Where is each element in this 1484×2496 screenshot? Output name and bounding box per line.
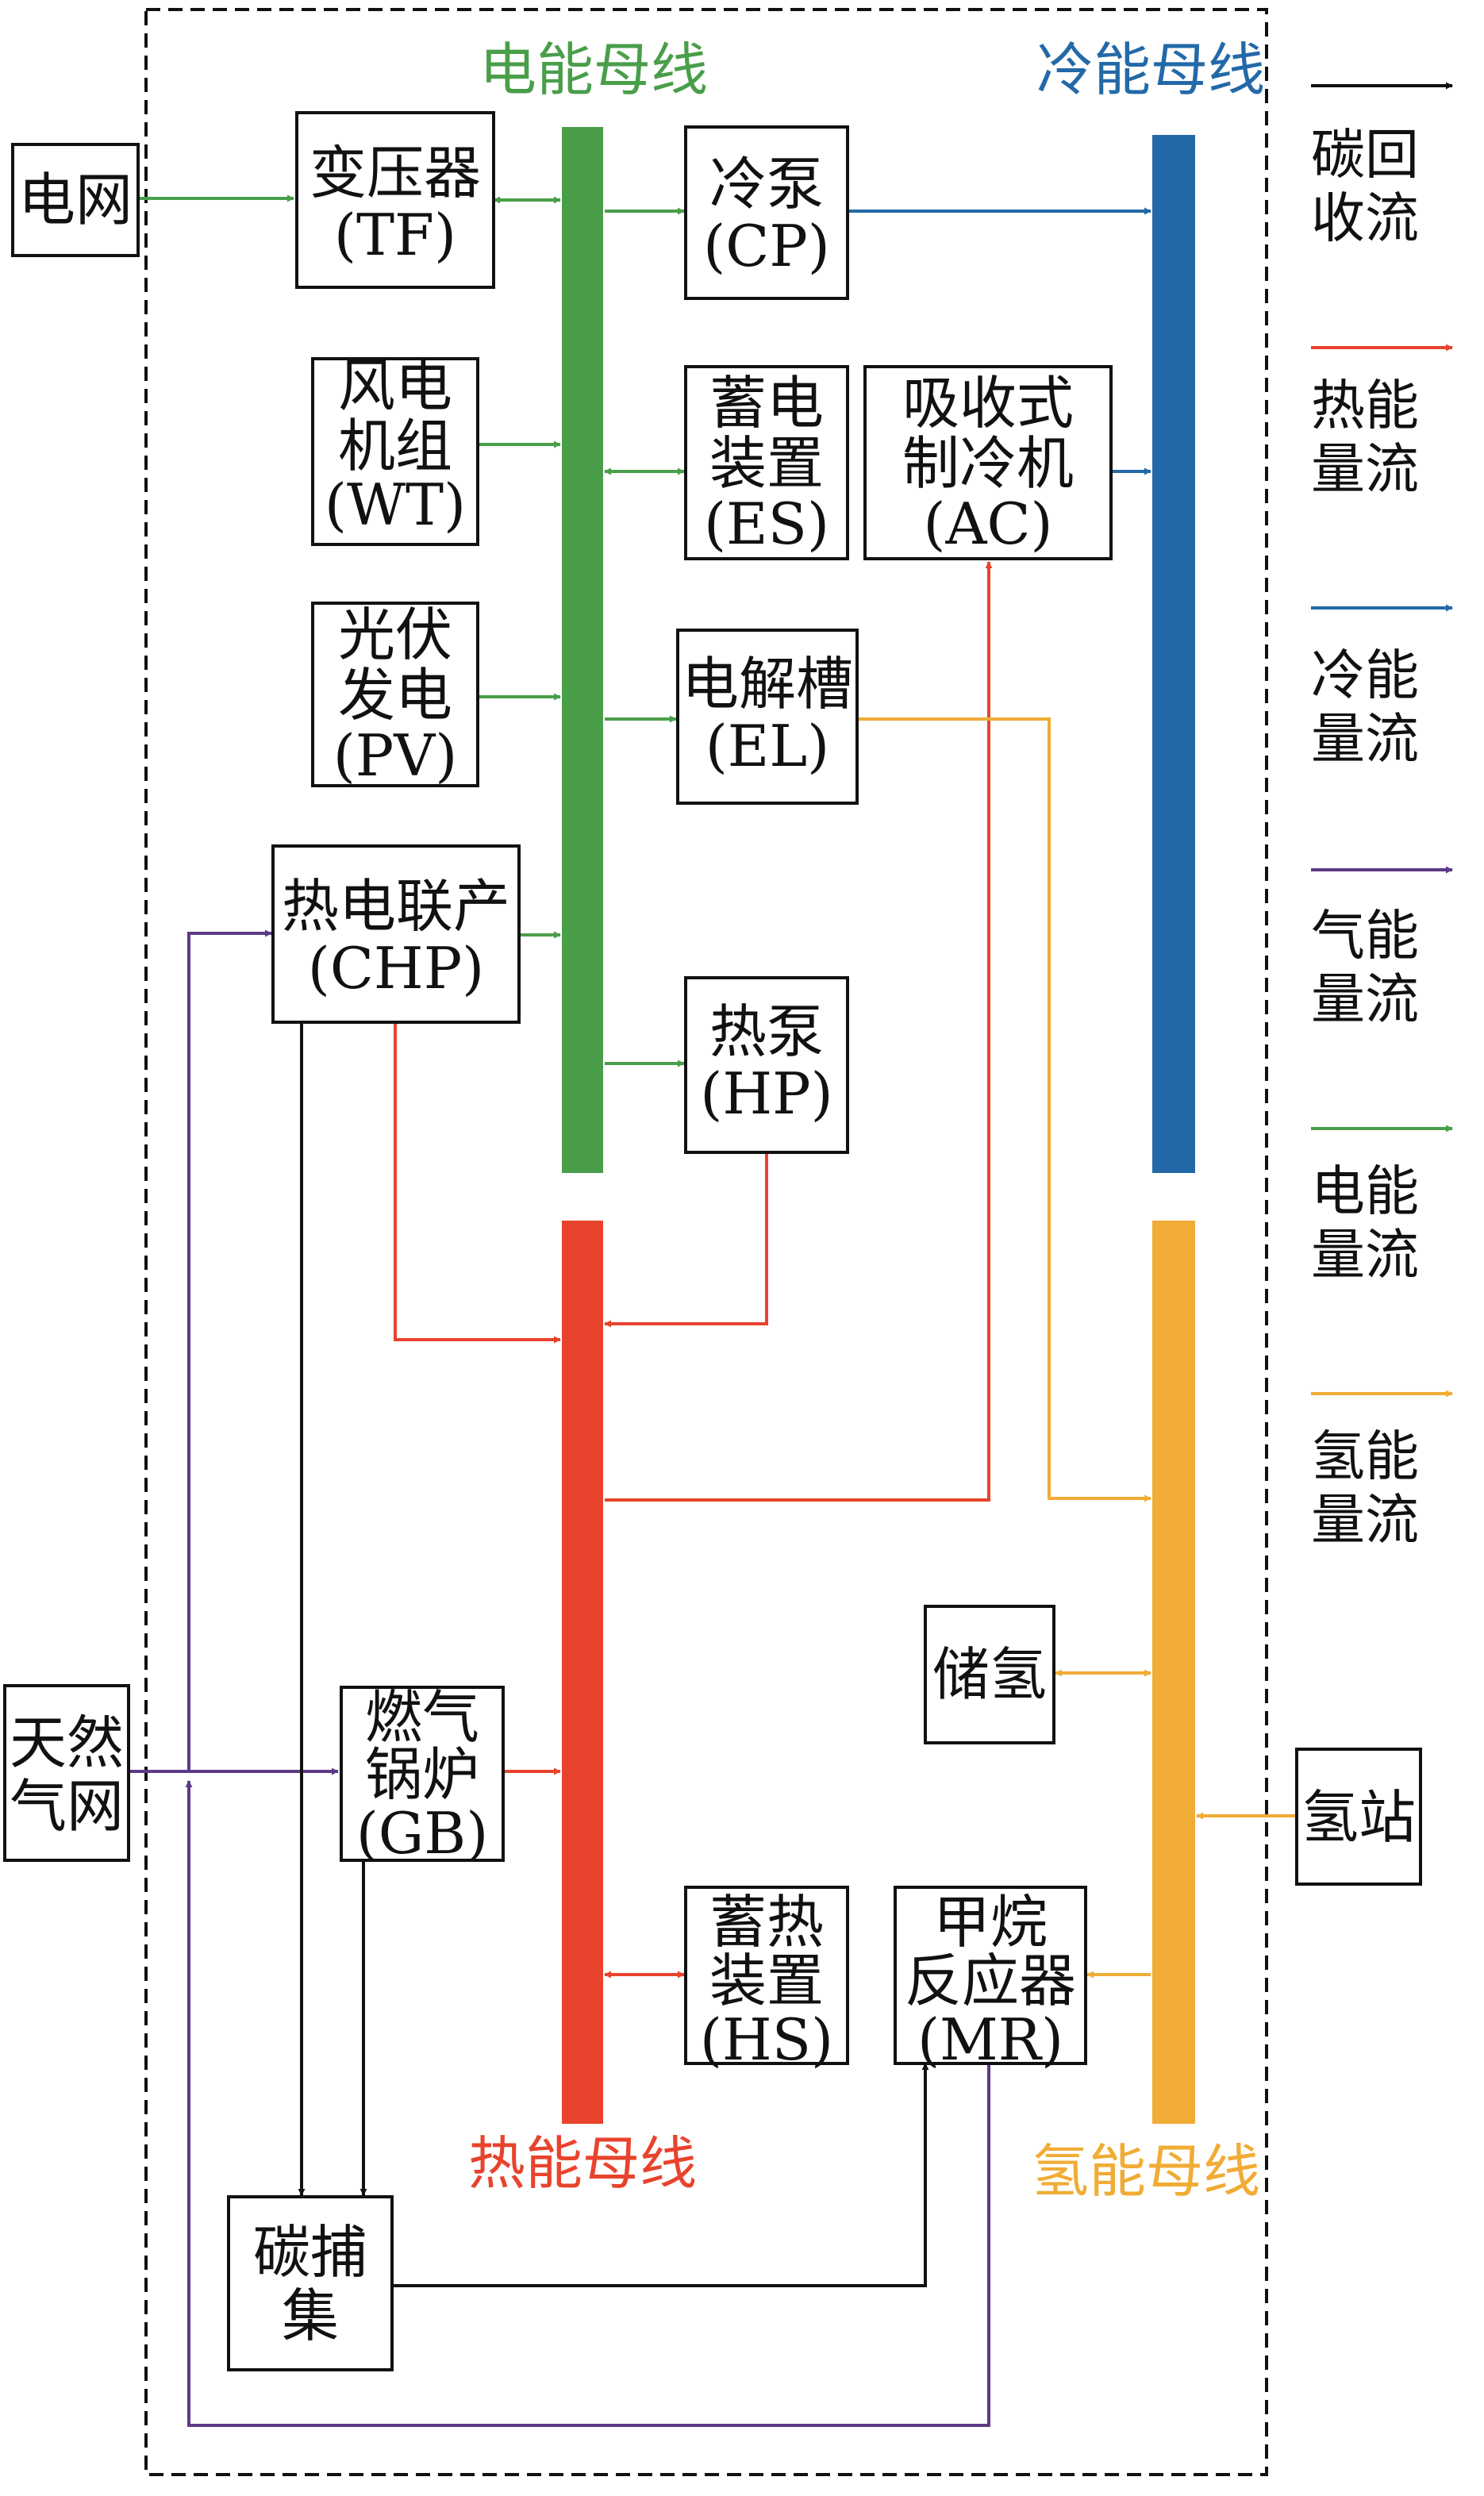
gasgrid-label-2: 气网 <box>10 1773 124 1840</box>
ac-label-3: (AC) <box>923 490 1052 557</box>
hs-label-3: (HS) <box>700 2006 833 2073</box>
pv-box <box>311 602 479 787</box>
legend-gas-line1: 气能 <box>1311 906 1419 968</box>
gasgrid-label-1: 天然 <box>10 1710 124 1776</box>
el-box <box>676 629 859 805</box>
tf-label-1: 变压器 <box>309 140 481 206</box>
hs-label-1: 蓄热 <box>709 1889 824 1956</box>
cc-label-2: 集 <box>282 2283 339 2349</box>
legend: 碳回 收流 热能 量流 冷能 量流 气能 量流 电能 量流 氢能 量流 <box>1311 82 1453 1552</box>
ac-label-1: 吸收式 <box>902 370 1074 437</box>
gb-label-3: (GB) <box>356 1800 489 1867</box>
ac-box <box>863 365 1113 560</box>
flow-gas-chp <box>187 929 272 1771</box>
flow-chp-heatbus <box>394 1024 561 1344</box>
el-label-2: (EL) <box>705 713 830 779</box>
h2station-box <box>1295 1748 1422 1886</box>
el-label-1: 电解槽 <box>682 651 853 717</box>
gb-label-1: 燃气 <box>365 1684 479 1751</box>
es-label-1: 蓄电 <box>709 370 824 437</box>
flow-mr-gas <box>185 1780 990 2427</box>
cc-label-1: 碳捕 <box>253 2219 367 2286</box>
gb-label-2: 锅炉 <box>365 1741 479 1808</box>
h2station-label: 氢站 <box>1301 1784 1416 1851</box>
legend-heat-line1: 热能 <box>1311 375 1419 438</box>
hp-label-1: 热泵 <box>709 998 824 1065</box>
legend-carbon-line1: 碳回 <box>1311 125 1419 187</box>
mr-label-1: 甲烷 <box>933 1889 1048 1956</box>
electric-bus-title: 电能母线 <box>479 37 708 103</box>
cp-box <box>684 125 849 300</box>
hp-label-2: (HP) <box>700 1060 832 1127</box>
mr-label-3: (MR) <box>917 2006 1063 2073</box>
legend-heat-line2: 量流 <box>1311 439 1419 502</box>
cc-box <box>227 2195 394 2371</box>
hydrogen-bus <box>1152 1221 1195 2124</box>
legend-hydrogen-line1: 氢能 <box>1311 1426 1419 1489</box>
chp-box <box>271 844 521 1024</box>
heat-bus <box>562 1221 603 2124</box>
gb-box <box>340 1686 505 1862</box>
gasgrid-box <box>3 1684 130 1862</box>
es-label-3: (ES) <box>704 490 829 557</box>
legend-cold-line2: 量流 <box>1311 709 1419 771</box>
flow-el-h2bus <box>857 717 1151 1502</box>
mr-box <box>894 1886 1087 2065</box>
legend-hydrogen-line2: 量流 <box>1311 1490 1419 1552</box>
heat-bus-title: 热能母线 <box>468 2130 697 2197</box>
mr-label-2: 反应器 <box>905 1948 1076 2014</box>
wt-label-3: (WT) <box>325 471 466 538</box>
wt-box <box>311 357 479 546</box>
es-label-2: 装置 <box>709 430 824 497</box>
flow-hp-heatbus <box>604 1154 768 1328</box>
pv-label-2: 发电 <box>338 662 452 729</box>
flow-heatbus-ac <box>605 561 993 1502</box>
legend-carbon-line2: 收流 <box>1311 188 1419 251</box>
hydrogen-bus-title: 氢能母线 <box>1032 2138 1260 2205</box>
chp-label-2: (CHP) <box>308 935 485 1002</box>
system-boundary <box>144 8 1268 2476</box>
legend-cold-line1: 冷能 <box>1311 645 1419 708</box>
pv-label-1: 光伏 <box>338 602 452 668</box>
electric-bus <box>562 127 603 1173</box>
hs-box <box>684 1886 849 2065</box>
cold-bus <box>1152 135 1195 1173</box>
wt-label-1: 风电 <box>338 352 452 419</box>
cp-label-1: 冷泵 <box>709 151 824 217</box>
pv-label-3: (PV) <box>333 722 458 789</box>
cold-bus-title: 冷能母线 <box>1036 37 1265 103</box>
tf-box <box>295 111 495 289</box>
hp-box <box>684 976 849 1154</box>
legend-electric-line1: 电能 <box>1311 1161 1419 1224</box>
h2store-box <box>924 1605 1055 1744</box>
chp-label-1: 热电联产 <box>282 873 510 940</box>
h2store-label: 储氢 <box>932 1641 1047 1708</box>
legend-electric-line2: 量流 <box>1311 1225 1419 1287</box>
flow-cc-mr <box>394 2063 929 2287</box>
grid-box <box>11 143 140 257</box>
ac-label-2: 制冷机 <box>902 430 1074 497</box>
cp-label-2: (CP) <box>703 213 830 279</box>
tf-label-2: (TF) <box>334 202 456 268</box>
es-box <box>684 365 849 560</box>
legend-gas-line2: 量流 <box>1311 969 1419 1032</box>
wt-label-2: 机组 <box>338 413 452 479</box>
grid-label: 电网 <box>18 167 133 233</box>
hs-label-2: 装置 <box>709 1948 824 2014</box>
